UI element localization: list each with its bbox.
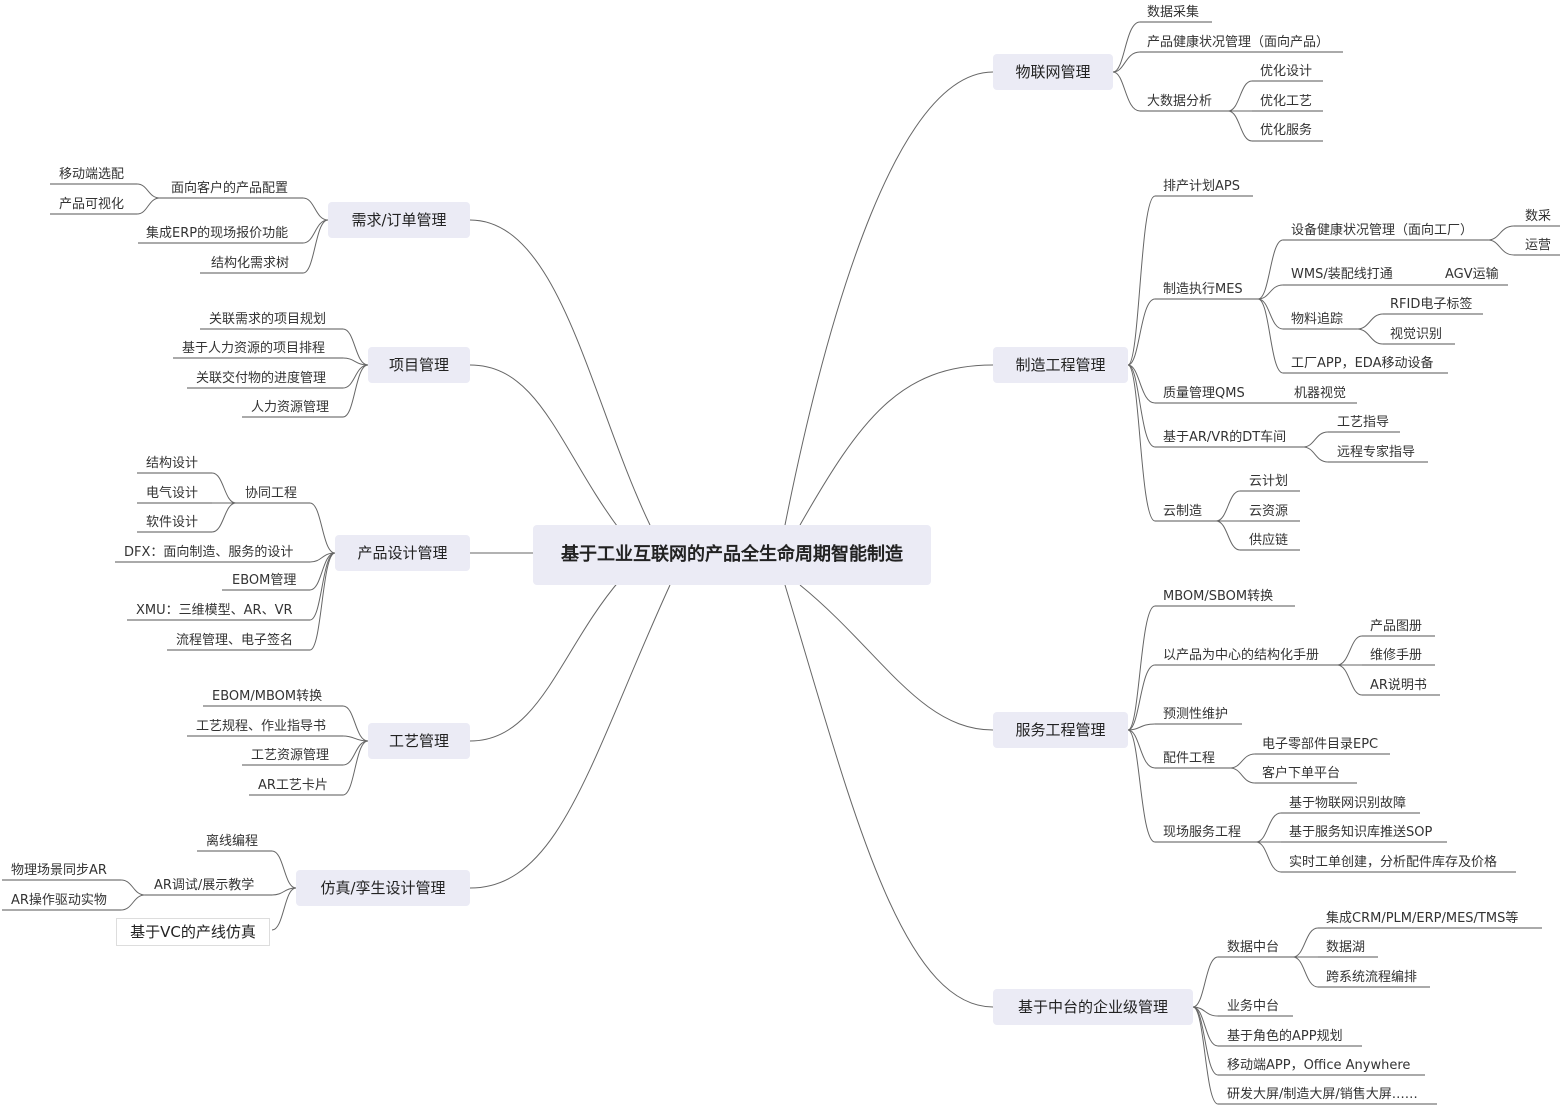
node-material-tracking[interactable]: 物料追踪 (1291, 312, 1344, 327)
node-demand-tree[interactable]: 结构化需求树 (211, 256, 290, 271)
node-xmu[interactable]: XMU：三维模型、AR、VR (136, 603, 293, 618)
node-ar-card[interactable]: AR工艺卡片 (258, 778, 328, 793)
node-integration[interactable]: 集成CRM/PLM/ERP/MES/TMS等 (1326, 911, 1519, 926)
topic-process[interactable]: 工艺管理 (368, 723, 470, 759)
node-supply-chain[interactable]: 供应链 (1249, 533, 1289, 548)
node-mes[interactable]: 制造执行MES (1163, 282, 1243, 297)
node-hr-mgmt[interactable]: 人力资源管理 (251, 400, 330, 415)
node-agv[interactable]: AGV运输 (1445, 267, 1499, 282)
node-project-schedule[interactable]: 基于人力资源的项目排程 (182, 341, 326, 356)
topic-design[interactable]: 产品设计管理 (335, 535, 470, 571)
node-product-config[interactable]: 面向客户的产品配置 (171, 181, 289, 196)
node-dt-workshop[interactable]: 基于AR/VR的DT车间 (1163, 430, 1287, 445)
topic-enterprise[interactable]: 基于中台的企业级管理 (993, 989, 1193, 1025)
node-business-center[interactable]: 业务中台 (1227, 999, 1280, 1014)
node-project-plan[interactable]: 关联需求的项目规划 (209, 312, 327, 327)
node-process-resource[interactable]: 工艺资源管理 (251, 748, 330, 763)
node-role-app[interactable]: 基于角色的APP规划 (1227, 1029, 1343, 1044)
node-esign[interactable]: 流程管理、电子签名 (176, 633, 294, 648)
node-equipment-health[interactable]: 设备健康状况管理（面向工厂） (1291, 223, 1474, 238)
node-ar-drive[interactable]: AR操作驱动实物 (11, 893, 107, 908)
node-ebom-mbom[interactable]: EBOM/MBOM转换 (212, 689, 323, 704)
node-optimize-design[interactable]: 优化设计 (1260, 64, 1313, 79)
node-data-acq[interactable]: 数采 (1525, 209, 1552, 224)
node-product-health[interactable]: 产品健康状况管理（面向产品） (1147, 35, 1330, 50)
node-remote-expert[interactable]: 远程专家指导 (1337, 445, 1416, 460)
node-data-collection[interactable]: 数据采集 (1147, 5, 1200, 20)
node-structured-manual[interactable]: 以产品为中心的结构化手册 (1163, 648, 1320, 663)
node-dfx[interactable]: DFX：面向制造、服务的设计 (124, 545, 294, 560)
node-big-data[interactable]: 大数据分析 (1147, 94, 1213, 109)
node-rfid[interactable]: RFID电子标签 (1390, 297, 1473, 312)
node-offline-programming[interactable]: 离线编程 (206, 834, 259, 849)
node-ar-sync[interactable]: 物理场景同步AR (11, 863, 107, 878)
node-optimize-service[interactable]: 优化服务 (1260, 123, 1313, 138)
node-optimize-process[interactable]: 优化工艺 (1260, 94, 1313, 109)
node-mobile-config[interactable]: 移动端选配 (59, 167, 125, 182)
node-progress-mgmt[interactable]: 关联交付物的进度管理 (196, 371, 327, 386)
node-software-design[interactable]: 软件设计 (146, 515, 199, 530)
node-dashboards[interactable]: 研发大屏/制造大屏/销售大屏…… (1227, 1087, 1418, 1102)
node-ar-manual[interactable]: AR说明书 (1370, 678, 1427, 693)
node-iot-fault[interactable]: 基于物联网识别故障 (1289, 796, 1407, 811)
node-vision-id[interactable]: 视觉识别 (1390, 327, 1443, 342)
root-topic[interactable]: 基于工业互联网的产品全生命周期智能制造 (533, 525, 931, 585)
topic-iot[interactable]: 物联网管理 (993, 54, 1113, 90)
node-cloud-mfg[interactable]: 云制造 (1163, 504, 1203, 519)
node-wms[interactable]: WMS/装配线打通 (1291, 267, 1393, 282)
topic-service[interactable]: 服务工程管理 (993, 712, 1128, 748)
node-work-order[interactable]: 实时工单创建，分析配件库存及价格 (1289, 855, 1498, 870)
node-workflow-orchestration[interactable]: 跨系统流程编排 (1326, 970, 1418, 985)
node-collab-eng[interactable]: 协同工程 (245, 486, 298, 501)
node-ar-debug[interactable]: AR调试/展示教学 (154, 878, 255, 893)
node-cloud-resource[interactable]: 云资源 (1249, 504, 1289, 519)
node-work-instruction[interactable]: 工艺规程、作业指导书 (196, 719, 327, 734)
node-sop-push[interactable]: 基于服务知识库推送SOP (1289, 825, 1433, 840)
node-predictive-maintenance[interactable]: 预测性维护 (1163, 707, 1229, 722)
node-repair-manual[interactable]: 维修手册 (1370, 648, 1423, 663)
node-order-platform[interactable]: 客户下单平台 (1262, 766, 1341, 781)
node-qms[interactable]: 质量管理QMS (1163, 386, 1245, 401)
node-data-lake[interactable]: 数据湖 (1326, 940, 1366, 955)
node-aps[interactable]: 排产计划APS (1163, 179, 1240, 194)
node-electrical-design[interactable]: 电气设计 (146, 486, 199, 501)
topic-project[interactable]: 项目管理 (368, 347, 470, 383)
node-structure-design[interactable]: 结构设计 (146, 456, 199, 471)
node-field-service[interactable]: 现场服务工程 (1163, 825, 1242, 840)
node-data-center[interactable]: 数据中台 (1227, 940, 1280, 955)
node-mobile-app[interactable]: 移动端APP，Office Anywhere (1227, 1058, 1411, 1073)
node-machine-vision[interactable]: 机器视觉 (1294, 386, 1347, 401)
node-factory-app[interactable]: 工厂APP，EDA移动设备 (1291, 356, 1434, 371)
node-vc-simulation[interactable]: 基于VC的产线仿真 (116, 918, 270, 946)
node-erp-quote[interactable]: 集成ERP的现场报价功能 (146, 226, 289, 241)
node-product-visual[interactable]: 产品可视化 (59, 197, 125, 212)
node-cloud-plan[interactable]: 云计划 (1249, 474, 1289, 489)
node-epc[interactable]: 电子零部件目录EPC (1262, 737, 1379, 752)
node-mbom-sbom[interactable]: MBOM/SBOM转换 (1163, 589, 1274, 604)
topic-manufacturing[interactable]: 制造工程管理 (993, 347, 1128, 383)
node-product-atlas[interactable]: 产品图册 (1370, 619, 1423, 634)
node-process-guide[interactable]: 工艺指导 (1337, 415, 1390, 430)
topic-simulation[interactable]: 仿真/孪生设计管理 (296, 870, 470, 906)
node-ebom[interactable]: EBOM管理 (232, 573, 297, 588)
topic-demand[interactable]: 需求/订单管理 (328, 202, 470, 238)
node-parts-engineering[interactable]: 配件工程 (1163, 751, 1216, 766)
node-operation[interactable]: 运营 (1525, 238, 1552, 253)
